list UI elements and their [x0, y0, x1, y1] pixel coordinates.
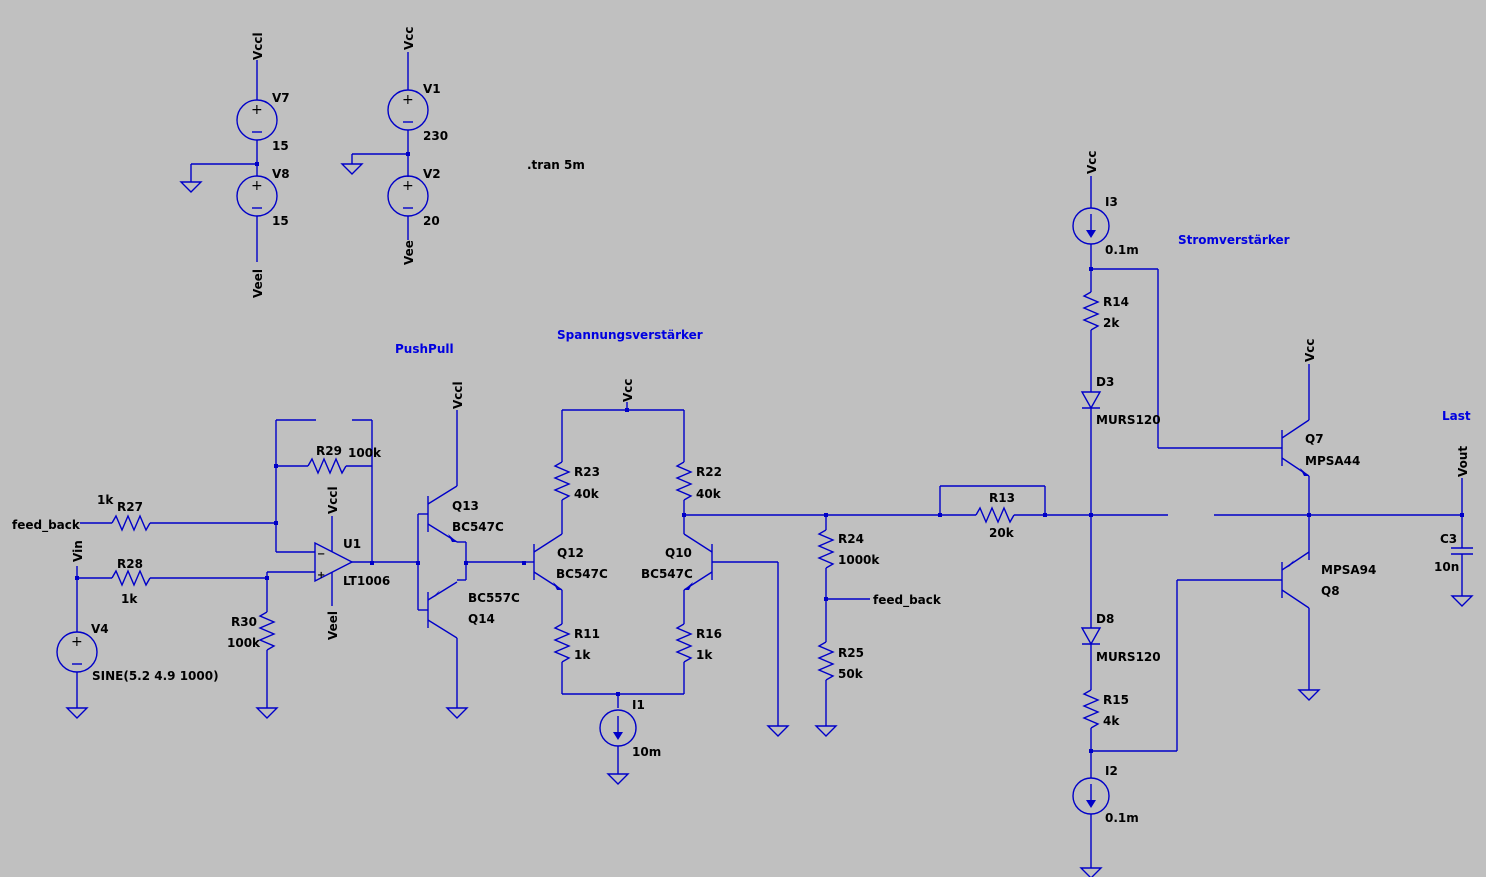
label-i1: I1	[632, 698, 645, 712]
svg-text:+: +	[317, 570, 325, 581]
value-r14: 2k	[1103, 316, 1120, 330]
section-label-last: Last	[1442, 409, 1471, 423]
label-r14: R14	[1103, 295, 1129, 309]
label-q13: Q13	[452, 499, 479, 513]
supply-vcc-vee: + + Vcc Vee V1 230 V2 20	[341, 26, 448, 265]
value-v8: 15	[272, 214, 289, 228]
value-v2: 20	[423, 214, 440, 228]
section-label-stromverstaerker: Stromverstärker	[1178, 233, 1290, 247]
svg-text:+: +	[71, 634, 83, 650]
output-stage: Vcc Q7 MPSA44 MPSA94 Q8	[1214, 338, 1462, 701]
value-q8: MPSA94	[1321, 563, 1376, 577]
svg-text:+: +	[251, 102, 263, 118]
net-label-vcc-output: Vcc	[1303, 338, 1317, 362]
bias-string: Vcc I3 0.1m R14 2k D3 MURS120 D8 MURS120…	[1072, 150, 1282, 877]
value-r29: 100k	[348, 446, 382, 460]
net-label-veel-top: Veel	[251, 269, 265, 298]
value-u1: LT1006	[343, 574, 390, 588]
supply-vccl-veel: + + Vccl Veel V7 15 V8 15	[180, 32, 290, 298]
value-i1: 10m	[632, 745, 661, 759]
value-v7: 15	[272, 139, 289, 153]
label-r13: R13	[989, 491, 1015, 505]
value-r24: 1000k	[838, 553, 880, 567]
label-q7: Q7	[1305, 432, 1324, 446]
value-v4: SINE(5.2 4.9 1000)	[92, 669, 219, 683]
net-label-vccl-top: Vccl	[251, 32, 265, 60]
label-r23: R23	[574, 465, 600, 479]
value-r28: 1k	[121, 592, 138, 606]
label-c3: C3	[1440, 532, 1457, 546]
label-d8: D8	[1096, 612, 1114, 626]
svg-text:+: +	[402, 178, 414, 194]
label-r29: R29	[316, 444, 342, 458]
value-i3: 0.1m	[1105, 243, 1139, 257]
label-i3: I3	[1105, 195, 1118, 209]
svg-text:+: +	[402, 92, 414, 108]
value-d3: MURS120	[1096, 413, 1161, 427]
label-r22: R22	[696, 465, 722, 479]
label-q12: Q12	[557, 546, 584, 560]
label-r28: R28	[117, 557, 143, 571]
svg-text:−: −	[317, 549, 325, 560]
value-r13: 20k	[989, 526, 1015, 540]
section-label-spannungsverstaerker: Spannungsverstärker	[557, 328, 703, 342]
label-u1: U1	[343, 537, 361, 551]
label-v8: V8	[272, 167, 290, 181]
label-r27: R27	[117, 500, 143, 514]
pushpull-stage: Vccl Q13 BC547C BC557C Q14	[416, 381, 524, 719]
value-r30: 100k	[227, 636, 261, 650]
net-label-feed-back-input: feed_back	[12, 518, 81, 533]
value-r16: 1k	[696, 648, 713, 662]
section-label-pushpull: PushPull	[395, 342, 454, 356]
input-stage: feed_back 1k R27 Vin + V4 SINE(5.2 4.9 1…	[12, 419, 418, 719]
tran-directive[interactable]: .tran 5m	[527, 158, 585, 172]
value-v1: 230	[423, 129, 448, 143]
label-r11: R11	[574, 627, 600, 641]
net-label-vout: Vout	[1456, 446, 1470, 477]
value-c3: 10n	[1434, 560, 1459, 574]
value-d8: MURS120	[1096, 650, 1161, 664]
label-r15: R15	[1103, 693, 1129, 707]
value-q14: BC557C	[468, 591, 520, 605]
net-label-feed-back-divider: feed_back	[873, 593, 942, 608]
label-q10: Q10	[665, 546, 692, 560]
value-q7: MPSA44	[1305, 454, 1360, 468]
label-d3: D3	[1096, 375, 1114, 389]
label-v7: V7	[272, 91, 290, 105]
net-label-veel-opamp: Veel	[326, 611, 340, 640]
value-q13: BC547C	[452, 520, 504, 534]
label-v2: V2	[423, 167, 441, 181]
label-r30: R30	[231, 615, 257, 629]
net-label-vin: Vin	[71, 540, 85, 562]
value-r22: 40k	[696, 487, 722, 501]
label-q8: Q8	[1321, 584, 1340, 598]
net-label-vccl-opamp: Vccl	[326, 486, 340, 514]
net-label-vccl-pushpull: Vccl	[451, 381, 465, 409]
value-r25: 50k	[838, 667, 864, 681]
value-i2: 0.1m	[1105, 811, 1139, 825]
label-i2: I2	[1105, 764, 1118, 778]
value-r15: 4k	[1103, 714, 1120, 728]
value-r11: 1k	[574, 648, 591, 662]
load-stage: Vout C3 10n	[1434, 446, 1473, 607]
voltage-amp-stage: Vcc R23 40k R22 40k Q12 BC547C	[522, 378, 789, 785]
value-r27: 1k	[97, 493, 114, 507]
label-v4: V4	[91, 622, 109, 636]
net-label-vee-top: Vee	[402, 240, 416, 265]
label-r24: R24	[838, 532, 864, 546]
net-label-vcc-diffamp: Vcc	[621, 378, 635, 402]
label-r25: R25	[838, 646, 864, 660]
label-r16: R16	[696, 627, 722, 641]
label-q14: Q14	[468, 612, 495, 626]
net-label-vcc-bias: Vcc	[1085, 150, 1099, 174]
net-label-vcc-top: Vcc	[402, 26, 416, 50]
value-q10: BC547C	[641, 567, 693, 581]
value-r23: 40k	[574, 487, 600, 501]
label-v1: V1	[423, 82, 441, 96]
feedback-divider: feed_back R24 1000k R25 50k R13 20k	[684, 485, 1168, 737]
value-q12: BC547C	[556, 567, 608, 581]
svg-text:+: +	[251, 178, 263, 194]
